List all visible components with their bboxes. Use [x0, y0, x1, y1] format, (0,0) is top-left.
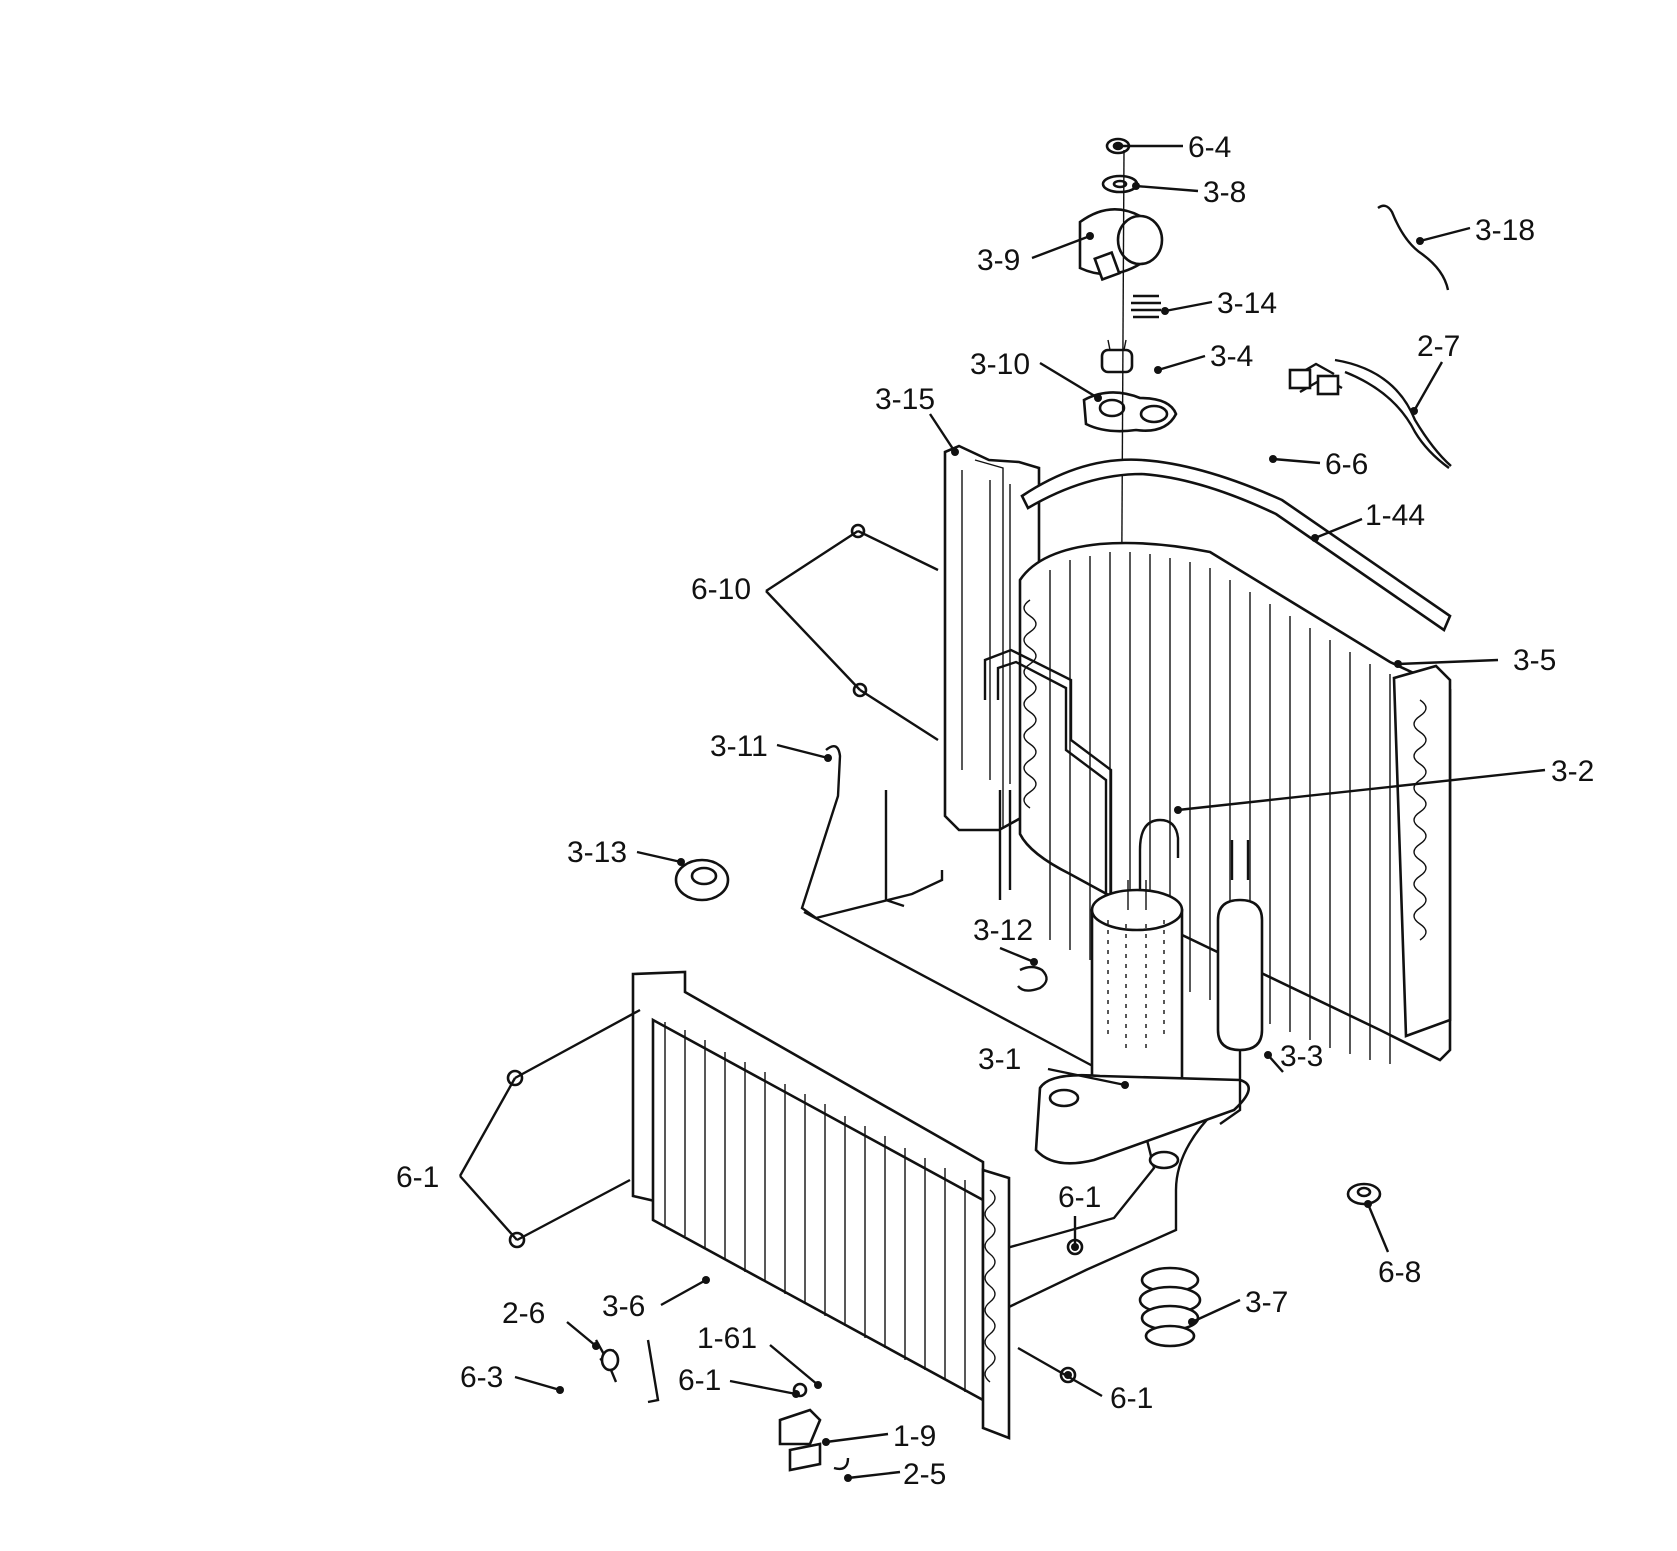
label-6-6: 6-6: [1325, 448, 1368, 481]
bushing: [1138, 1266, 1202, 1348]
grommet: [674, 858, 730, 902]
clip: [1017, 965, 1048, 992]
label-3-12: 3-12: [973, 914, 1033, 947]
parts-artwork: [506, 137, 1452, 1472]
label-3-8: 3-8: [1203, 176, 1246, 209]
top-rail: [1020, 458, 1452, 632]
label-3-18: 3-18: [1475, 214, 1535, 247]
side-plate: [943, 444, 1041, 832]
label-1-61: 1-61: [697, 1322, 757, 1355]
label-6-1-low: 6-1: [678, 1364, 721, 1397]
label-2-7: 2-7: [1417, 330, 1460, 363]
wire-parts: [1288, 204, 1452, 469]
front-coil: [631, 970, 1011, 1440]
label-3-7: 3-7: [1245, 1286, 1288, 1319]
label-3-6: 3-6: [602, 1290, 645, 1323]
label-1-9: 1-9: [893, 1420, 936, 1453]
bottom-clips: [594, 1339, 850, 1472]
label-3-1: 3-1: [978, 1043, 1021, 1076]
label-6-4: 6-4: [1188, 131, 1231, 164]
label-6-1-mid: 6-1: [1058, 1181, 1101, 1214]
label-6-10: 6-10: [691, 573, 751, 606]
label-6-3: 6-3: [460, 1361, 503, 1394]
accumulator: [1216, 840, 1264, 1125]
leader-lines: [458, 144, 1546, 1480]
label-3-2: 3-2: [1551, 755, 1594, 788]
label-3-3: 3-3: [1280, 1040, 1323, 1073]
label-3-10: 3-10: [970, 348, 1030, 381]
label-6-1-left: 6-1: [396, 1161, 439, 1194]
side-plate-screws: [850, 523, 868, 698]
label-2-5: 2-5: [903, 1458, 946, 1491]
label-6-8: 6-8: [1378, 1256, 1421, 1289]
condenser-coil: [1018, 541, 1452, 1064]
nut: [1346, 1182, 1382, 1206]
label-3-4: 3-4: [1210, 340, 1253, 373]
label-3-9: 3-9: [977, 244, 1020, 277]
part-labels: 6-4 3-8 3-9 3-18 3-14 3-10 3-4 2-7 3-15 …: [396, 131, 1594, 1491]
label-3-15: 3-15: [875, 383, 935, 416]
compressor: [1034, 880, 1250, 1170]
leader-dots: [556, 142, 1424, 1482]
label-6-1-right: 6-1: [1110, 1382, 1153, 1415]
label-2-6: 2-6: [502, 1297, 545, 1330]
label-3-13: 3-13: [567, 836, 627, 869]
label-3-14: 3-14: [1217, 287, 1277, 320]
label-3-11: 3-11: [710, 730, 768, 763]
label-3-5: 3-5: [1513, 644, 1556, 677]
label-1-44: 1-44: [1365, 499, 1425, 532]
